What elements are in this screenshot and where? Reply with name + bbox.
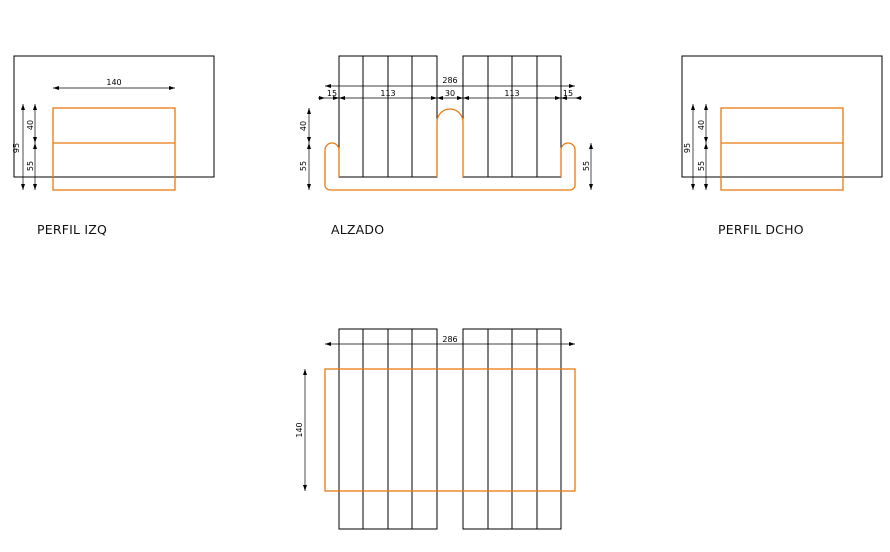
left-profile-title: PERFIL IZQ [37,222,108,237]
elevation-center-arch [436,108,464,177]
elevation-cushion-frame [324,142,576,191]
left-profile-view: 140 95 40 55 [12,55,215,191]
plan-overall-dimension: 286 [325,335,575,346]
elevation-upper-label: 40 [299,121,308,131]
elevation-right-block-label: 113 [504,89,519,98]
plan-depth-label: 140 [295,422,304,437]
plan-overall-label: 286 [442,335,457,344]
right-profile-total-label: 95 [683,143,692,153]
elevation-lower-right-label: 55 [582,161,591,171]
left-profile-total-height-dimension: 95 [12,104,25,190]
elevation-gap-label: 30 [445,89,455,98]
left-profile-lower-label: 55 [26,161,35,171]
right-profile-view: 95 40 55 [681,55,883,191]
left-profile-width-dimension: 140 [53,78,175,90]
left-profile-cushion [52,107,176,191]
elevation-chain-dimension: 15 113 30 113 15 [318,89,582,100]
right-profile-split-height-dimension: 40 55 [697,104,708,190]
plan-view: 286 140 [295,328,576,530]
right-profile-upper-label: 40 [697,120,706,130]
elevation-right-margin-label: 15 [563,89,573,98]
elevation-left-height-dimension: 40 55 [299,108,311,190]
left-profile-backrest-outline [13,55,215,178]
elevation-lower-left-label: 55 [299,161,308,171]
right-profile-cushion [720,107,844,191]
right-profile-backrest-outline [681,55,883,178]
elevation-overall-dimension: 286 [325,76,575,88]
elevation-overall-label: 286 [442,76,457,85]
right-profile-lower-label: 55 [697,161,706,171]
right-profile-total-height-dimension: 95 [683,104,695,190]
right-profile-title: PERFIL DCHO [718,222,804,237]
plan-depth-dimension: 140 [295,369,307,491]
elevation-view: 286 15 113 30 113 15 4 [299,55,593,191]
left-profile-width-label: 140 [106,78,121,87]
left-profile-upper-label: 40 [26,120,35,130]
elevation-title: ALZADO [331,222,385,237]
left-profile-split-height-dimension: 40 55 [26,104,37,190]
plan-cushion-outline [324,368,576,492]
elevation-right-height-dimension: 55 [582,143,593,190]
left-profile-total-label: 95 [12,143,21,153]
elevation-left-margin-label: 15 [327,89,337,98]
elevation-left-block-label: 113 [380,89,395,98]
